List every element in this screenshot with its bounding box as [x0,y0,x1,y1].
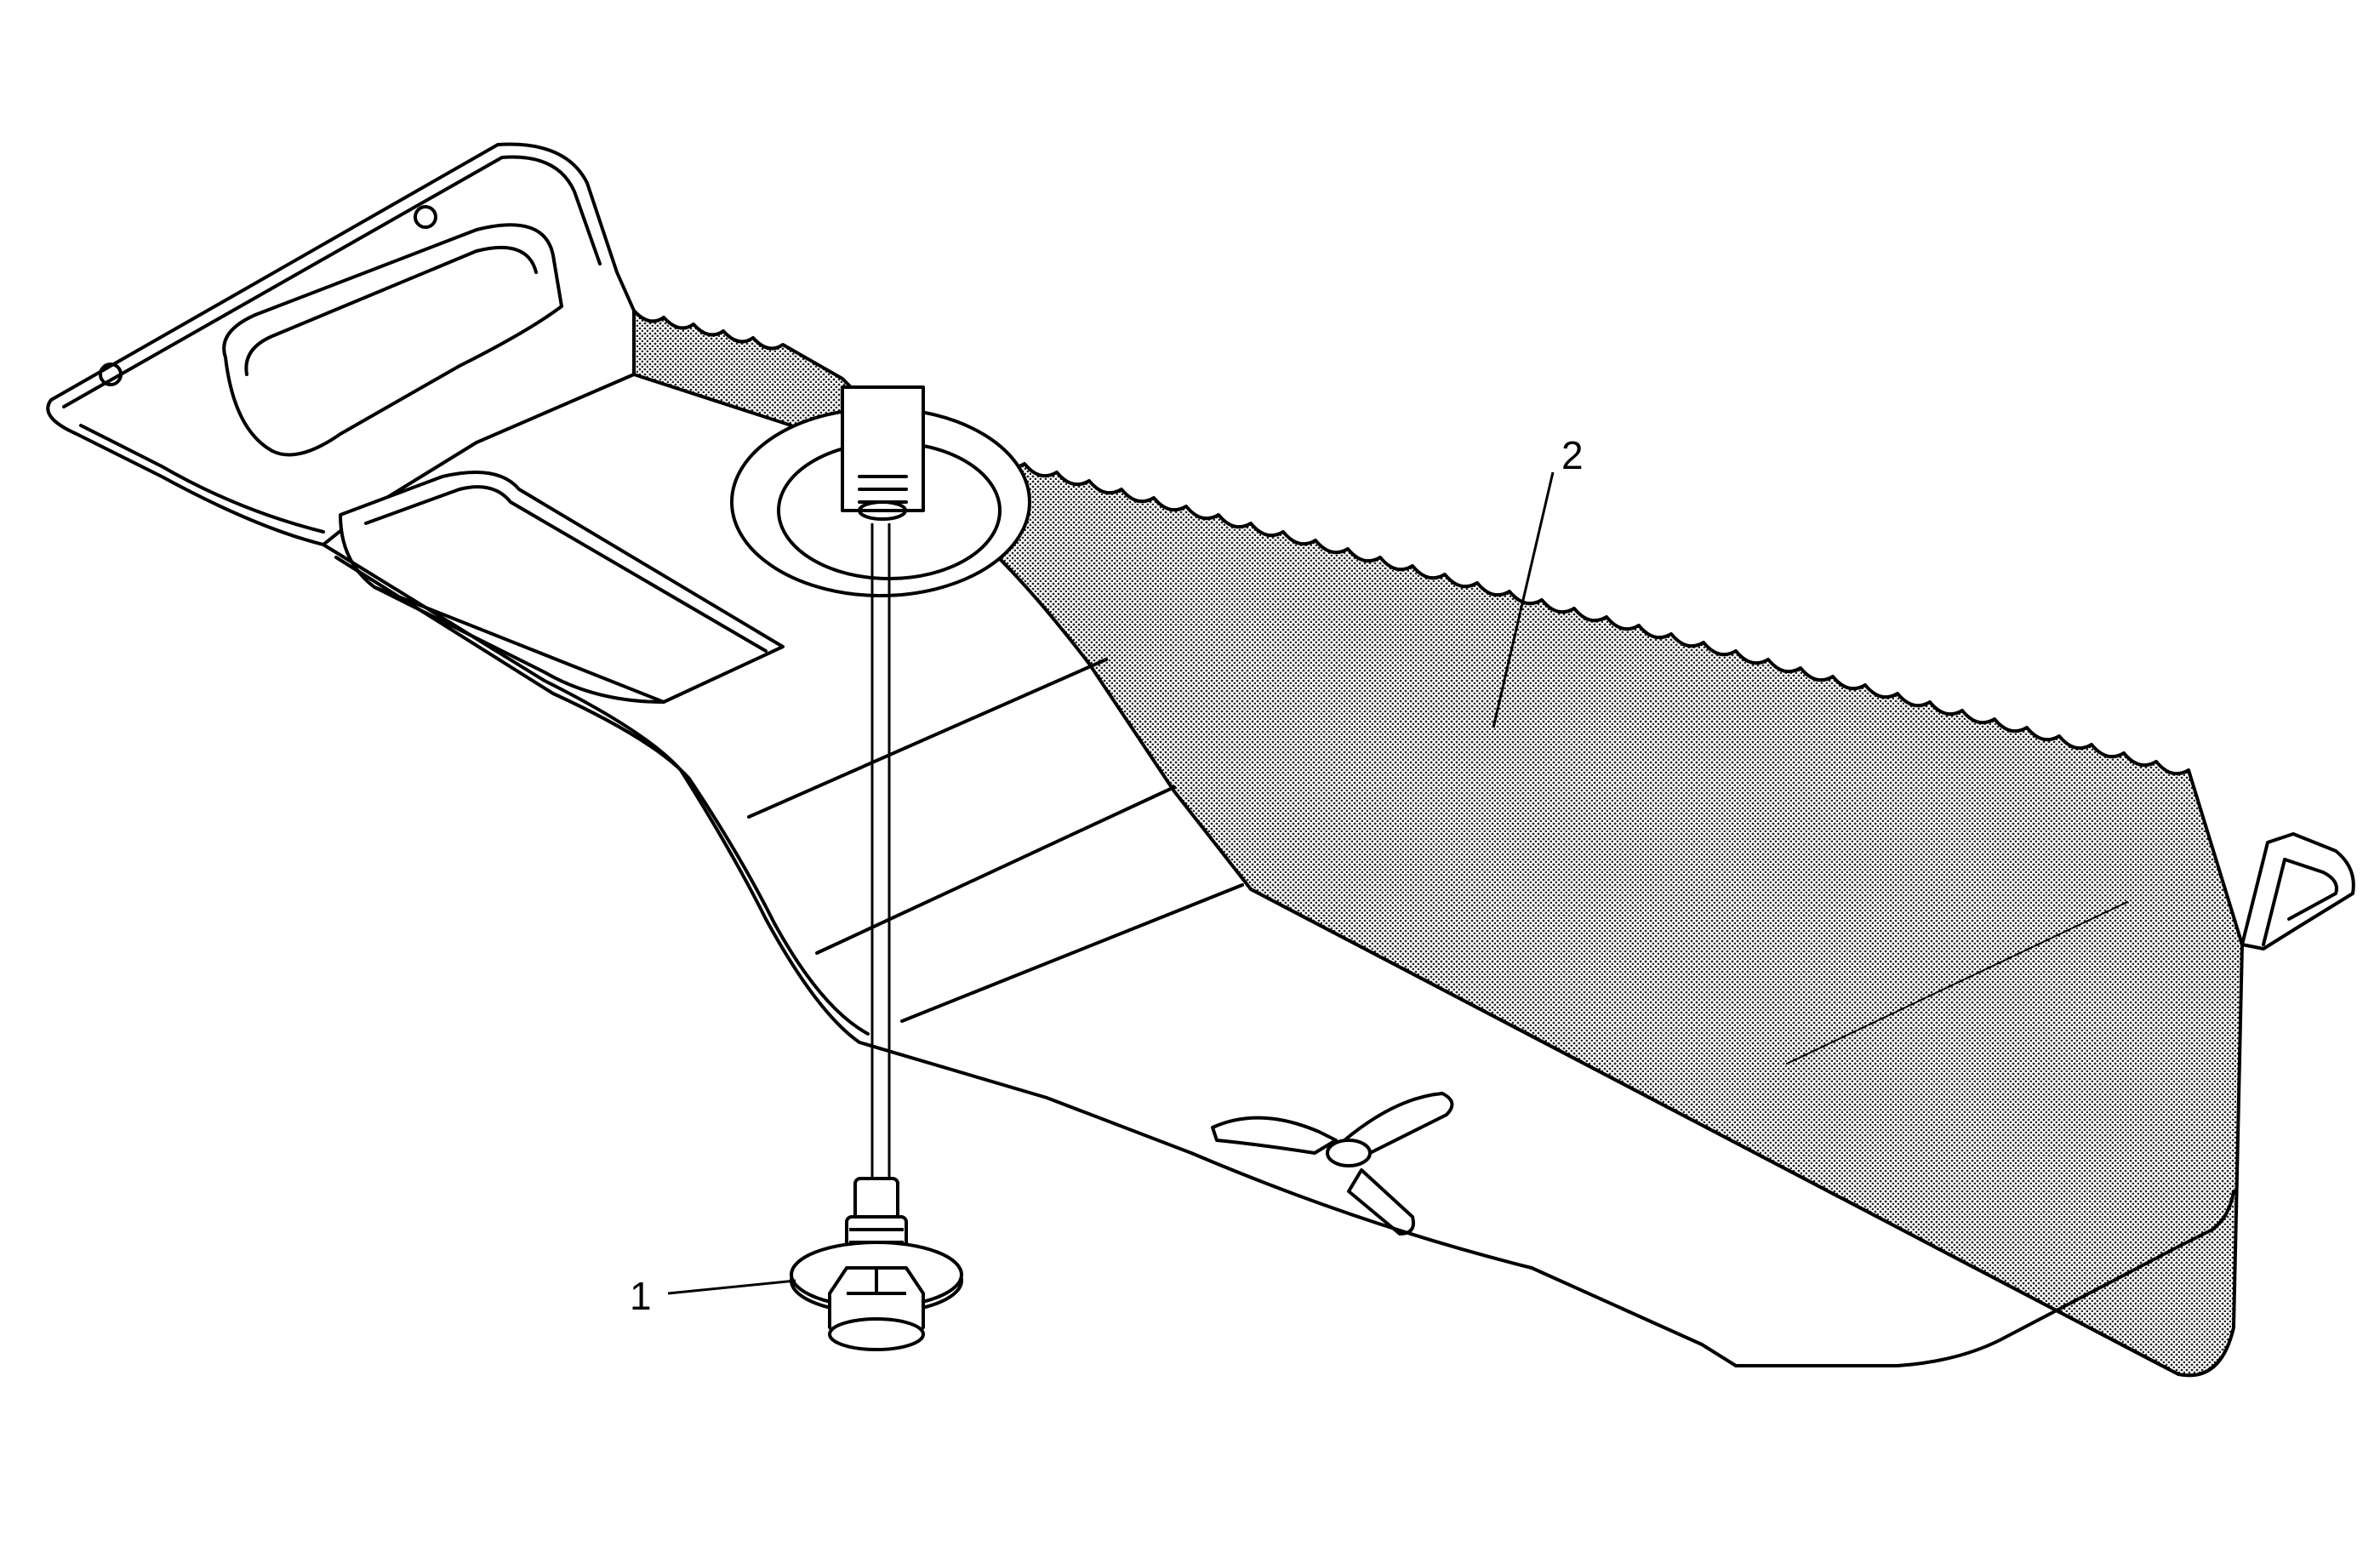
callout-leaders [667,471,1555,1295]
callout-number-2: 2 [1561,433,1584,477]
pocket-raised [222,223,563,457]
boss-collar [841,385,925,512]
hex-flange-bolt [790,523,963,1351]
star-clip [1211,1092,1454,1236]
underbody-shield-panel [46,142,2355,1378]
leader-line-1 [667,1279,796,1295]
callout-number-1: 1 [630,1274,652,1318]
left-flange-inner [62,155,602,408]
leader-line-2 [1492,471,1555,728]
